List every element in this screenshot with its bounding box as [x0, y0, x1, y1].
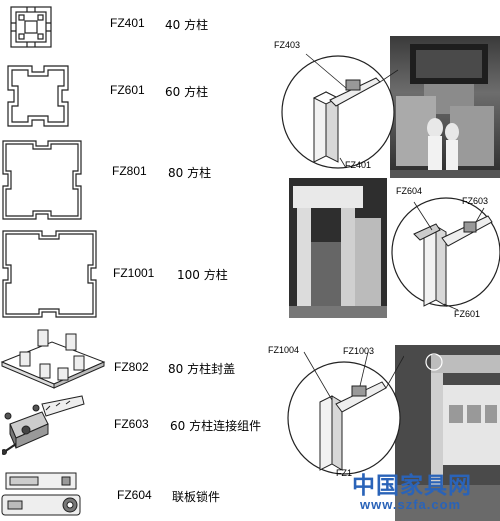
callout-fz403: FZ403: [274, 40, 301, 50]
callout-fz1004: FZ1004: [268, 345, 300, 355]
callout-fz603: FZ603: [462, 196, 489, 206]
fz802-cap-drawing: [0, 329, 106, 389]
fz601-profile-drawing: [7, 65, 69, 127]
assembly-diagram-3: [287, 351, 404, 475]
fz603-code: FZ603: [114, 417, 149, 431]
fz603-description: 60 方柱连接组件: [170, 419, 262, 433]
assembly-diagram-2: [391, 197, 500, 311]
fz601-description: 60 方柱: [165, 85, 209, 99]
fz801-profile-drawing: [2, 140, 82, 220]
fz604-lock-drawing: [1, 472, 81, 516]
fz601-code: FZ601: [110, 83, 145, 97]
fz604-description: 联板锁件: [172, 490, 221, 504]
booth-photo-bottom: [395, 345, 500, 521]
fz802-description: 80 方柱封盖: [168, 362, 236, 376]
booth-photo-top-art: [390, 44, 500, 178]
watermark-site-name: 中国家具网: [352, 473, 472, 499]
fz1001-code: FZ1001: [113, 266, 155, 280]
watermark-url: www.szfa.com: [360, 497, 462, 512]
booth-photo-bottom-art: [395, 345, 500, 521]
callout-fz601: FZ601: [454, 309, 481, 319]
booth-photo-top: [390, 36, 500, 178]
assembly-diagram-1: [281, 53, 399, 169]
fz603-connector-drawing: [2, 395, 85, 455]
detail-marker-circle: [425, 353, 443, 371]
fz604-code: FZ604: [117, 488, 152, 502]
callout-fz1-partial: FZ1: [336, 468, 353, 478]
fz401-code: FZ401: [110, 16, 145, 30]
fz1001-description: 100 方柱: [177, 268, 228, 282]
booth-photo-middle-art: [289, 178, 387, 318]
callout-fz401: FZ401: [345, 160, 372, 170]
fz401-profile-drawing: [10, 6, 52, 48]
fz802-code: FZ802: [114, 360, 149, 374]
booth-photo-middle: [289, 178, 387, 318]
callout-fz604: FZ604: [396, 186, 423, 196]
fz401-description: 40 方柱: [165, 18, 209, 32]
fz801-description: 80 方柱: [168, 166, 212, 180]
fz801-code: FZ801: [112, 164, 147, 178]
callout-fz1003: FZ1003: [343, 346, 375, 356]
fz1001-profile-drawing: [2, 230, 97, 318]
